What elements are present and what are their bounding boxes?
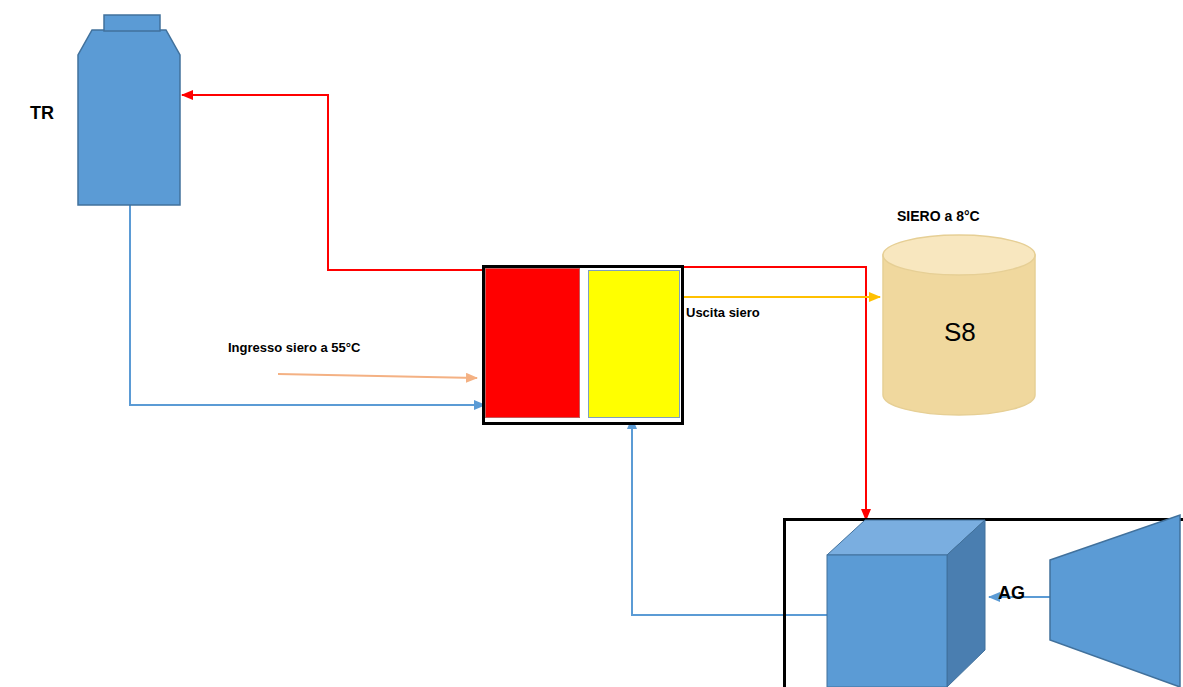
tank-label: TR: [30, 103, 54, 124]
condenser-cube: [827, 520, 987, 687]
whey-tank: SIERO a 8°C S8: [880, 205, 1040, 418]
edge-label: Uscita siero: [686, 305, 760, 320]
tank-node: TR: [20, 15, 182, 205]
refrigeration-unit: AG: [783, 518, 1183, 687]
heat-exchanger: [482, 265, 684, 425]
pipe-connector: [684, 267, 866, 520]
cold-side-plate: [588, 270, 680, 418]
compressor: [1050, 515, 1183, 687]
tank-label: S8: [944, 317, 976, 348]
pipe-connector: [680, 296, 880, 298]
pipe-connector: [182, 95, 485, 270]
inlet-label: Ingresso siero a 55°C: [228, 340, 360, 355]
pipe-connector: [130, 205, 485, 405]
unit-label: AG: [998, 583, 1025, 604]
tank-heading: SIERO a 8°C: [897, 208, 980, 224]
inlet-arrow: [278, 374, 477, 378]
hot-side-plate: [485, 268, 580, 418]
cube-shape: [827, 520, 987, 687]
pipe-connector: [632, 418, 827, 615]
cylinder-shape: [880, 205, 1040, 418]
compressor-shape: [1050, 515, 1183, 687]
